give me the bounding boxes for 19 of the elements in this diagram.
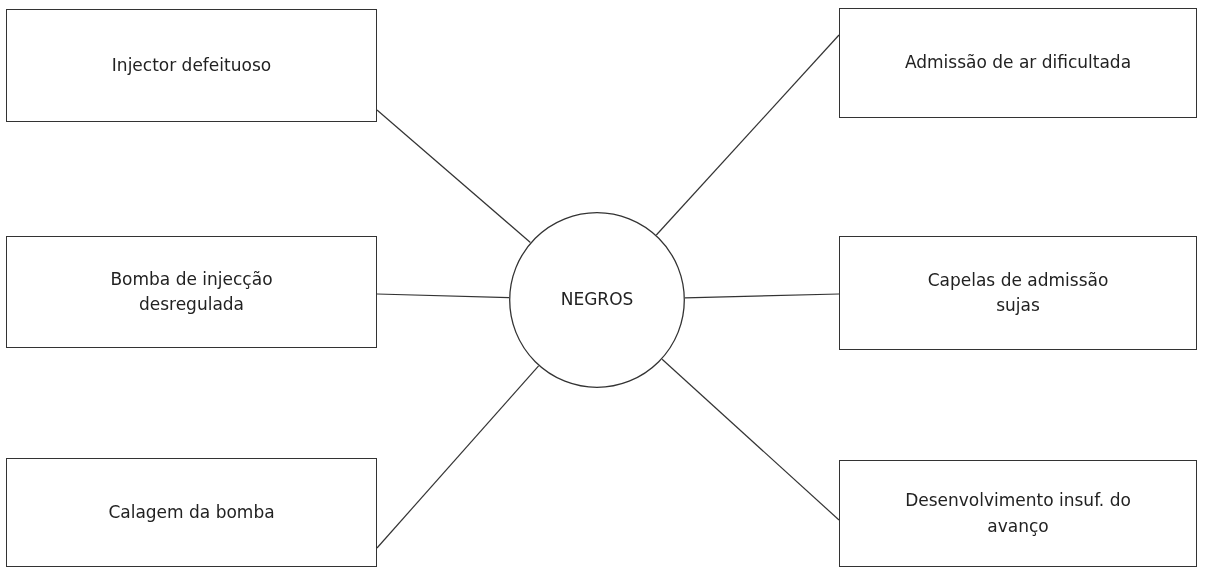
- connector-line: [661, 358, 840, 521]
- cause-label: Injector defeituoso: [111, 53, 272, 77]
- connector-line: [376, 109, 531, 244]
- cause-box: [839, 8, 1197, 118]
- cause-box: [839, 460, 1197, 567]
- cause-label: Capelas de admissão sujas: [926, 268, 1110, 317]
- cause-label: Desenvolvimento insuf. do avanço: [904, 489, 1132, 538]
- cause-box: [839, 236, 1197, 350]
- cause-box: [6, 236, 377, 348]
- cause-label: Calagem da bomba: [108, 500, 275, 524]
- connector-line: [376, 293, 510, 299]
- circle-label: NEGROS: [560, 288, 634, 312]
- cause-box: [6, 458, 377, 567]
- connector-line: [376, 365, 540, 549]
- connector-line: [655, 34, 840, 236]
- cause-label: Admissão de ar dificultada: [904, 51, 1132, 75]
- connector-line: [684, 293, 840, 299]
- cause-box: [6, 9, 377, 122]
- cause-label: Bomba de injecção desregulada: [109, 267, 274, 316]
